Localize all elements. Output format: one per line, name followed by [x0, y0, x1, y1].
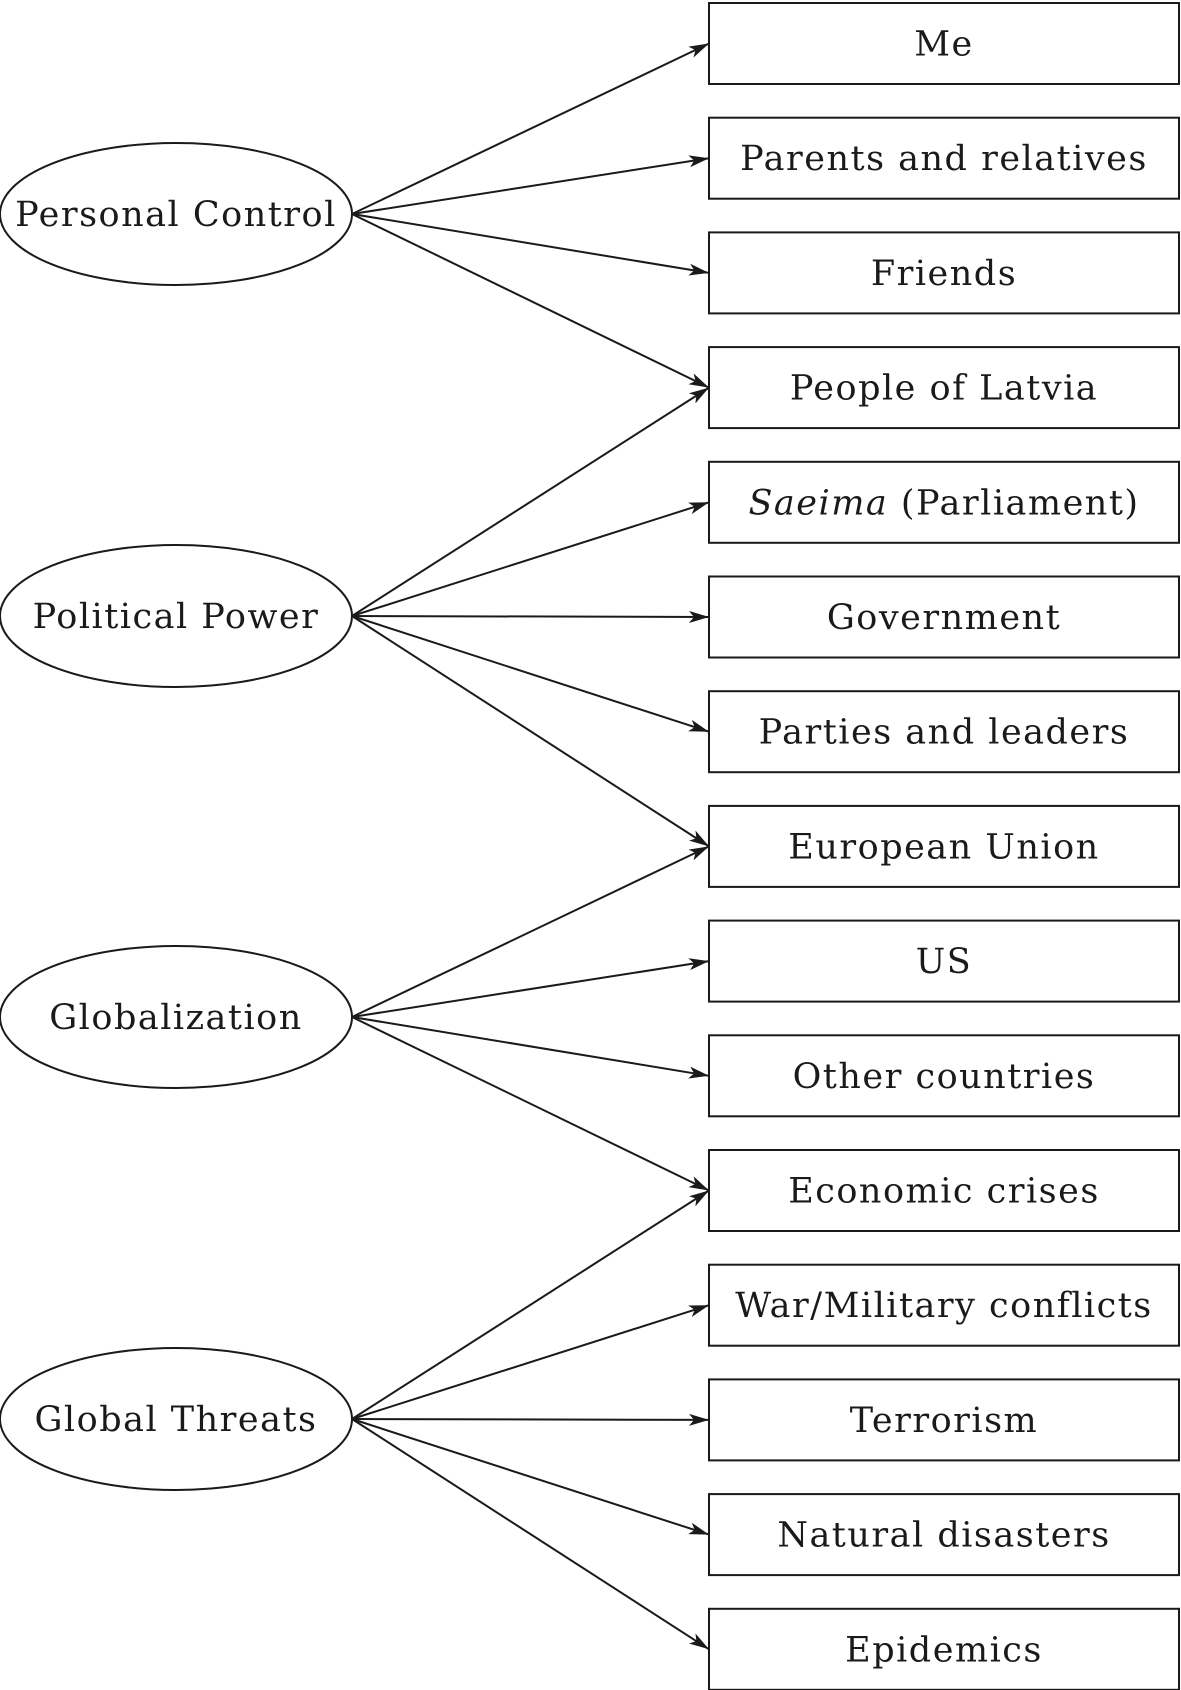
edge-arrow [351, 845, 710, 1018]
factor-label: Global Threats [34, 1400, 317, 1440]
indicator-box [708, 460, 1180, 544]
indicator-box [708, 1378, 1180, 1462]
factor-global: Globalization [0, 945, 353, 1089]
factor-label: Personal Control [15, 195, 337, 235]
indicator-friends: Friends [708, 231, 1180, 315]
indicator-saeima-parliament: Saeima (Parliament) [708, 460, 1180, 544]
indicator-box [708, 1034, 1180, 1118]
indicator-box [708, 804, 1180, 888]
indicator-label-italic: Saeima [748, 483, 888, 523]
indicator-natural-disasters: Natural disasters [708, 1493, 1180, 1577]
edge-arrow [351, 386, 710, 617]
factor-ellipse [0, 1347, 353, 1491]
indicator-label: Terrorism [850, 1401, 1038, 1441]
edge-arrow [351, 1304, 710, 1420]
indicator-label: War/Military conflicts [735, 1286, 1153, 1326]
indicator-epidemics: Epidemics [708, 1607, 1180, 1690]
edges [351, 42, 710, 1651]
indicator-label: Economic crises [788, 1172, 1100, 1212]
indicator-parents-and-relatives: Parents and relatives [708, 116, 1180, 200]
indicator-label-rest: (Parliament) [888, 483, 1139, 523]
edge-arrow [351, 1418, 710, 1536]
indicator-label: Parents and relatives [740, 139, 1148, 179]
indicator-economic-crises: Economic crises [708, 1149, 1180, 1232]
indicator-box [708, 116, 1180, 200]
edge-arrow [351, 1016, 710, 1079]
edge-arrow [351, 615, 710, 733]
indicator-people-of-latvia: People of Latvia [708, 346, 1180, 430]
indicator-label: European Union [788, 827, 1099, 867]
indicator-box [708, 1149, 1180, 1232]
indicator-us: US [708, 919, 1180, 1003]
factor-threats: Global Threats [0, 1347, 353, 1491]
indicator-label: Saeima (Parliament) [748, 483, 1139, 523]
edge-arrow [351, 1189, 710, 1420]
factor-label: Political Power [33, 597, 320, 637]
factor-ellipse [0, 142, 353, 286]
edge-arrow [351, 958, 710, 1018]
indicator-european-union: European Union [708, 804, 1180, 888]
indicator-box [708, 1263, 1180, 1347]
indicator-label: Friends [871, 254, 1017, 294]
edge-arrow [351, 610, 710, 623]
indicator-label: Government [827, 598, 1061, 638]
indicator-terrorism: Terrorism [708, 1378, 1180, 1462]
indicator-label: Natural disasters [777, 1516, 1110, 1556]
factor-ellipse [0, 945, 353, 1089]
indicator-other-countries: Other countries [708, 1034, 1180, 1118]
edge-arrow [351, 155, 710, 215]
edge-arrow [351, 42, 710, 215]
edge-arrow [351, 213, 710, 389]
indicator-label: People of Latvia [790, 369, 1098, 409]
indicator-label: US [916, 942, 972, 982]
indicator-box [708, 1607, 1180, 1690]
edge-arrow [351, 501, 710, 617]
indicator-box [708, 575, 1180, 659]
factor-political: Political Power [0, 544, 353, 688]
indicator-me: Me [708, 2, 1180, 85]
edge-arrow [351, 615, 710, 848]
indicator-box [708, 231, 1180, 315]
indicator-label: Epidemics [845, 1630, 1043, 1670]
edge-arrow [351, 1418, 710, 1651]
edge-arrow [351, 1016, 710, 1192]
indicator-parties-and-leaders: Parties and leaders [708, 690, 1180, 774]
indicator-box [708, 2, 1180, 85]
factor-personal: Personal Control [0, 142, 353, 286]
indicator-box [708, 1493, 1180, 1577]
indicator-label: Me [914, 25, 974, 65]
edge-arrow [351, 213, 710, 276]
indicator-box [708, 690, 1180, 774]
factor-label: Globalization [49, 998, 303, 1038]
indicator-label: Other countries [793, 1057, 1096, 1097]
indicator-box [708, 919, 1180, 1003]
edge-arrow [351, 1413, 710, 1426]
indicator-label: Parties and leaders [759, 713, 1130, 753]
factor-ellipse [0, 544, 353, 688]
indicator-government: Government [708, 575, 1180, 659]
indicator-box [708, 346, 1180, 430]
indicator-war-military-conflicts: War/Military conflicts [708, 1263, 1180, 1347]
